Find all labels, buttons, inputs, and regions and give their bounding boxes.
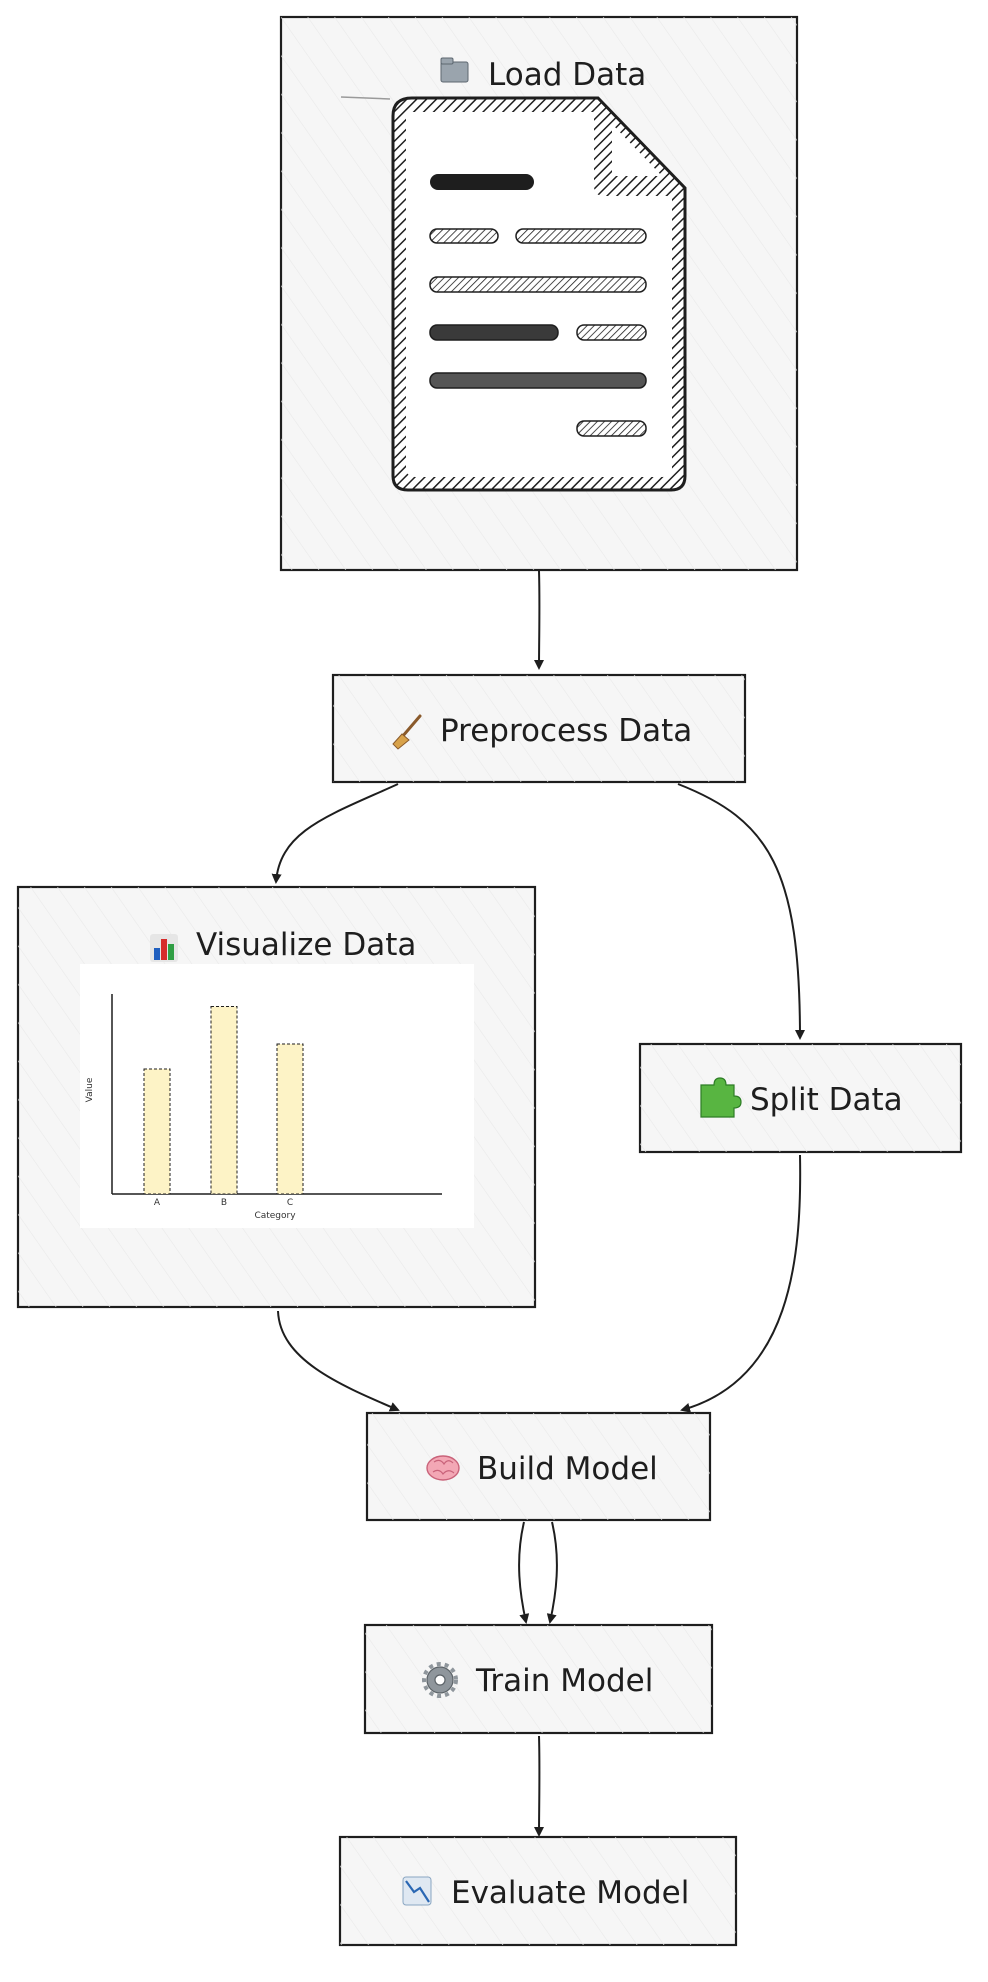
node-label-load-data: Load Data xyxy=(488,57,646,93)
node-visualize-data[interactable]: Visualize Data A B C Category Value xyxy=(16,885,537,1309)
bar-chart-icon xyxy=(150,934,178,962)
node-label-preprocess-data: Preprocess Data xyxy=(440,713,692,749)
document-icon xyxy=(391,96,687,492)
node-split-data[interactable]: Split Data xyxy=(638,1042,963,1154)
chart-bar xyxy=(210,1006,238,1195)
folder-icon xyxy=(440,57,469,83)
chart-bar xyxy=(276,1043,304,1195)
node-evaluate-model[interactable]: Evaluate Model xyxy=(338,1835,738,1947)
node-load-data[interactable]: Load Data xyxy=(279,15,799,572)
chart-plot-area: A B C Category Value xyxy=(85,994,442,1221)
puzzle-icon xyxy=(700,1077,742,1118)
edge-build-to-train-2 xyxy=(546,1521,558,1624)
node-label-split-data: Split Data xyxy=(750,1082,903,1118)
gear-icon xyxy=(422,1662,458,1698)
x-tick-label: B xyxy=(221,1198,227,1208)
broom-icon xyxy=(392,714,422,750)
embedded-bar-chart: A B C Category Value xyxy=(80,964,474,1228)
edges xyxy=(271,570,805,1837)
chart-bar xyxy=(143,1068,171,1195)
node-label-build-model: Build Model xyxy=(477,1451,658,1487)
node-label-visualize-data: Visualize Data xyxy=(196,927,416,963)
node-build-model[interactable]: Build Model xyxy=(365,1411,712,1522)
x-tick-label: A xyxy=(154,1198,161,1208)
edge-visualize-to-build xyxy=(277,1310,400,1412)
node-train-model[interactable]: Train Model xyxy=(363,1623,714,1735)
edge-preprocess-to-split xyxy=(677,783,805,1040)
x-tick-label: C xyxy=(287,1198,293,1208)
node-preprocess-data[interactable]: Preprocess Data xyxy=(331,673,747,784)
chart-decreasing-icon xyxy=(402,1876,432,1906)
edge-preprocess-to-visualize xyxy=(271,783,399,884)
edge-split-to-build xyxy=(680,1154,802,1413)
brain-icon xyxy=(426,1455,460,1481)
edge-build-to-train-1 xyxy=(518,1521,530,1624)
x-axis-label: Category xyxy=(254,1211,296,1221)
node-label-evaluate-model: Evaluate Model xyxy=(451,1875,689,1911)
node-label-train-model: Train Model xyxy=(475,1663,653,1699)
y-axis-label: Value xyxy=(85,1077,95,1102)
